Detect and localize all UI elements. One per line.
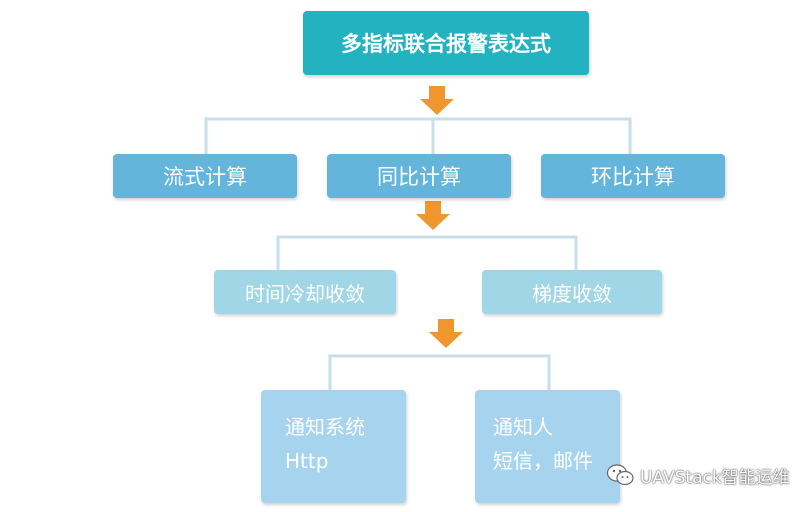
down-arrow-icon — [416, 201, 450, 230]
notify-node-line: Http — [285, 449, 329, 473]
root-node: 多指标联合报警表达式 — [303, 11, 589, 75]
connector-level-2 — [276, 235, 578, 270]
notify-node-line: 通知系统 — [285, 415, 365, 439]
watermark-text: UAVStack智能运维 — [640, 467, 790, 488]
down-arrow-icon — [429, 319, 463, 348]
convergence-node-label: 梯度收敛 — [532, 281, 612, 306]
convergence-node-label: 时间冷却收敛 — [245, 281, 365, 306]
calc-node-label: 流式计算 — [163, 165, 247, 189]
notify-node-system: 通知系统 Http — [261, 390, 406, 503]
convergence-node-cooldown: 时间冷却收敛 — [214, 270, 396, 314]
convergence-node-gradient: 梯度收敛 — [482, 270, 662, 314]
calc-node-label: 同比计算 — [377, 165, 461, 189]
watermark: UAVStack智能运维 — [606, 462, 790, 488]
calc-node-mom: 环比计算 — [541, 154, 725, 198]
calc-node-label: 环比计算 — [591, 165, 675, 189]
down-arrow-icon — [420, 86, 454, 115]
calc-node-stream: 流式计算 — [113, 154, 297, 198]
root-node-label: 多指标联合报警表达式 — [341, 32, 551, 56]
connector-level-3 — [328, 354, 551, 390]
connector-level-1 — [204, 117, 632, 154]
calc-node-yoy: 同比计算 — [327, 154, 511, 198]
notify-node-person: 通知人 短信，邮件 — [475, 390, 620, 503]
notify-node-line: 短信，邮件 — [493, 449, 593, 473]
notify-node-line: 通知人 — [493, 415, 553, 439]
wechat-icon — [606, 464, 634, 486]
